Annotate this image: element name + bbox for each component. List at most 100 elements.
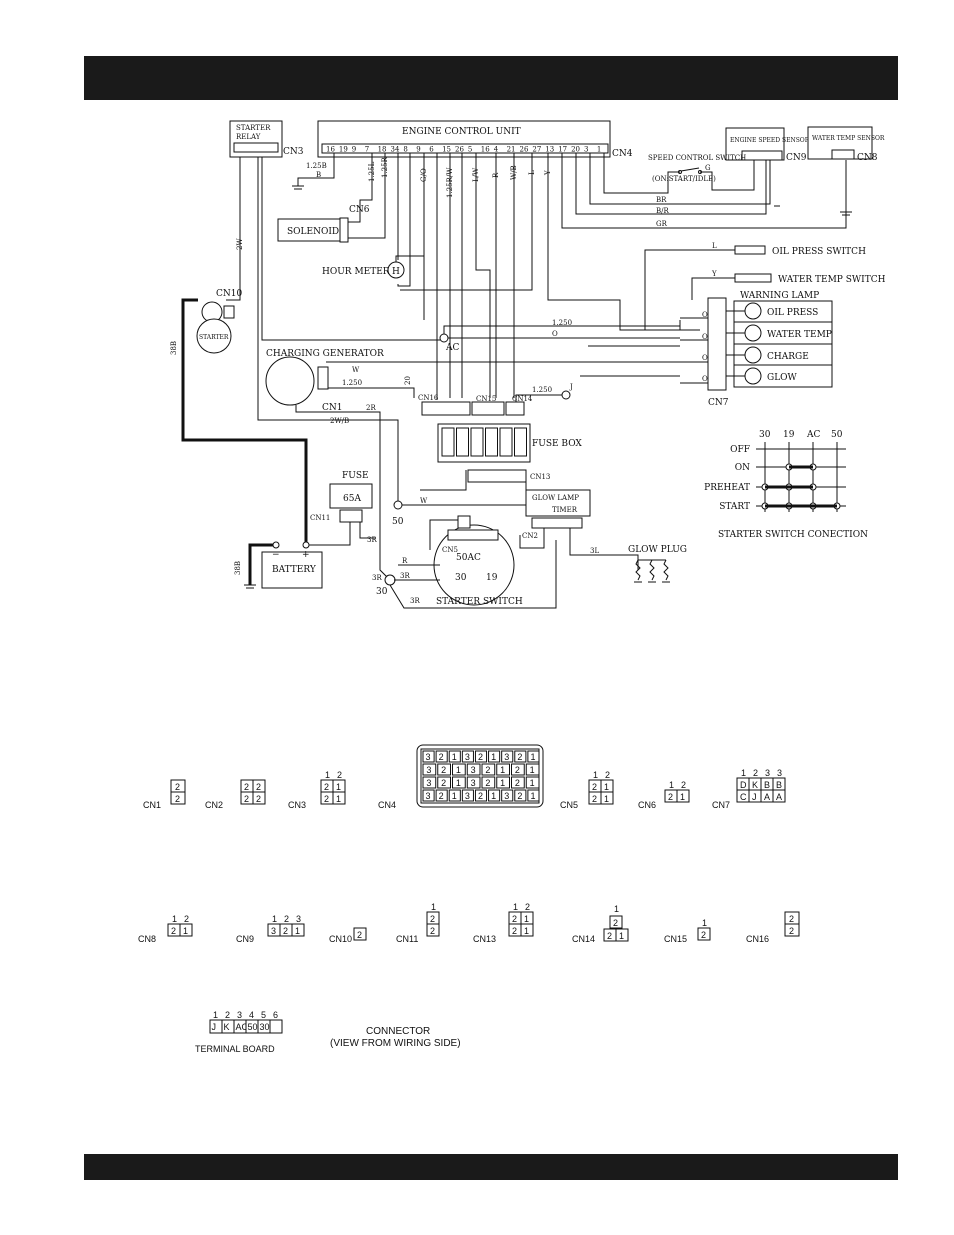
wire-125rw: 1.25R/W [446, 167, 454, 198]
connector-cn1: 22 [170, 779, 186, 805]
switch-row-label: OFF [730, 445, 750, 455]
wire-b: B [316, 171, 321, 179]
connector-label: CN14 [572, 934, 595, 944]
connector-cn16: 22 [784, 911, 800, 937]
hour-meter-symbol: H [392, 267, 400, 277]
wire-y-water: Y [711, 270, 717, 278]
connector-label: CN10 [329, 934, 352, 944]
node-ac: AC [445, 343, 459, 353]
connector-cavity-label: 1 [530, 752, 535, 762]
connector-pin-number: 3 [296, 914, 301, 924]
terminal-number: 5 [261, 1010, 266, 1020]
oil-press-switch-label: OIL PRESS SWITCH [772, 247, 866, 257]
wire-bslr: B/R [656, 207, 670, 215]
ecu-pin: 26 [520, 146, 529, 154]
hour-meter-label: HOUR METER [322, 267, 390, 277]
wire-1250-cn14: 1.250 [532, 386, 552, 394]
connector-cavity-label: 1 [456, 765, 461, 775]
wire-o-2: O [702, 333, 708, 341]
switch-col-label: 50 [831, 430, 843, 440]
connector-cavity-label: 2 [512, 914, 517, 924]
svg-text:2: 2 [613, 918, 618, 928]
connector-cavity [426, 923, 440, 937]
connector-cavity-label: 1 [452, 752, 457, 762]
ecu-pin: 9 [416, 146, 420, 154]
terminal-cell-label: 30 [260, 1022, 270, 1032]
ecu-pin: 26 [455, 146, 464, 154]
terminal-number: 3 [237, 1010, 242, 1020]
cn15-label: CN15 [476, 395, 496, 403]
terminal-cell-label: AC [236, 1022, 249, 1032]
connector-pin-number: 2 [184, 914, 189, 924]
ecu-pin: 5 [468, 146, 472, 154]
connector-cavity-label: 2 [283, 926, 288, 936]
connector-cavity-label: 2 [478, 791, 483, 801]
connector-cavity-label: 2 [668, 792, 673, 802]
wire-2wb: 2W/B [330, 417, 349, 425]
connector-cavity-label: 1 [524, 926, 529, 936]
connector-cavity-label: 1 [680, 792, 685, 802]
wire-wb: W/B [510, 165, 518, 180]
ecu-pin: 13 [545, 146, 554, 154]
connector-cavity [784, 923, 800, 937]
connector-cavity-label: 1 [491, 791, 496, 801]
connector-pin-number: 1 [172, 914, 177, 924]
ecu-pin: 20 [571, 146, 580, 154]
terminal-cell-label: K [224, 1022, 230, 1032]
connector-cavity-label: 2 [175, 782, 180, 792]
wire-125l: 1.25L [368, 161, 376, 182]
connector-pin-number: 1 [272, 914, 277, 924]
connector-cavity [466, 763, 481, 776]
charging-generator: CHARGING GENERATOR CN1 W 1.250 2R 2W/B 2… [265, 349, 415, 581]
connector-label: CN7 [712, 800, 730, 810]
connector-cavity [514, 750, 527, 763]
connector-cavity-label: 2 [485, 765, 490, 775]
ecu-pin: 3 [584, 146, 588, 154]
connector-cavity-label: A [776, 792, 782, 802]
terminal-number: 2 [225, 1010, 230, 1020]
connector-cavity [676, 789, 690, 803]
connector-cavity-label: 1 [336, 782, 341, 792]
connector-cavity-label: 1 [456, 778, 461, 788]
warning-lamp-panel: WARNING LAMP OIL PRESS WATER TEMP CHARGE… [680, 291, 833, 408]
connector-cavity [525, 776, 540, 789]
cn2-label: CN2 [522, 532, 538, 540]
connector-label: CN3 [288, 800, 306, 810]
connector-cavity [520, 923, 534, 937]
glow-lamp-timer: GLOW LAMP TIMER CN2 3L GLOW PLUG [519, 482, 687, 583]
ecu-pin: 19 [339, 146, 348, 154]
connector-cavity [474, 750, 488, 763]
wire-o-3: O [702, 354, 708, 362]
glow-lamp-timer-1: GLOW LAMP [532, 494, 579, 502]
solenoid-label: SOLENOID [287, 227, 339, 237]
connector-pin-number: 1 [593, 770, 598, 780]
wire-1250-top: 1.250 [552, 319, 572, 327]
connector-label: CN15 [664, 934, 687, 944]
starter-relay: STARTER RELAY CN3 [229, 120, 304, 158]
fuse-cell [499, 427, 513, 457]
ecu-pin: 17 [558, 146, 567, 154]
water-temp-switch: Y WATER TEMP SWITCH [691, 270, 886, 300]
connector-label: CN5 [560, 800, 578, 810]
connector-cavity-label: 3 [271, 926, 276, 936]
ecu-pin: 4 [494, 146, 499, 154]
connector-cavity-label: D [740, 780, 747, 790]
connector-cavity-label: 2 [439, 791, 444, 801]
wire-2w: 2W [236, 238, 244, 250]
connector-cavity [481, 763, 496, 776]
cn14-label: CN14 [512, 395, 533, 403]
connector-cavity-label: 2 [789, 926, 794, 936]
connector-cavity-label: 2 [789, 914, 794, 924]
connector-cavity [422, 750, 435, 763]
connector-cavity-label: 1 [500, 778, 505, 788]
wire-3l: 3L [590, 547, 599, 555]
connector-pin-number: 1 [741, 768, 746, 778]
footer-bar [84, 1154, 898, 1180]
connector-cavity [422, 776, 437, 789]
wire-3r-2: 3R [372, 574, 382, 582]
connector-cavity-label: 2 [592, 782, 597, 792]
